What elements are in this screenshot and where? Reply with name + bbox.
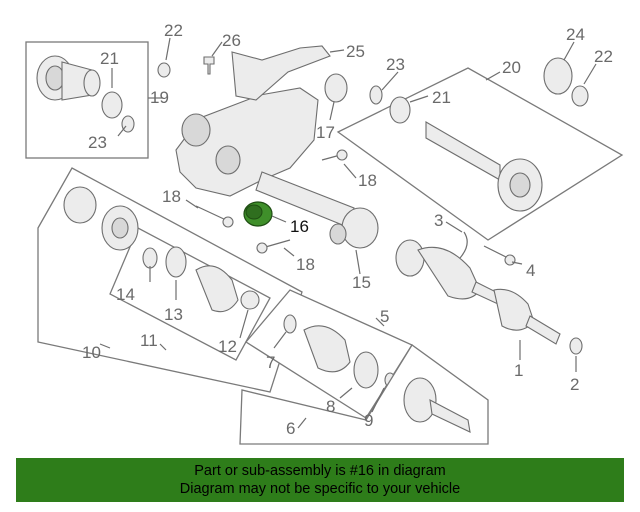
label-13: 13 bbox=[164, 305, 183, 324]
banner-line-2: Diagram may not be specific to your vehi… bbox=[179, 481, 461, 497]
label-2: 2 bbox=[570, 375, 579, 394]
label-26: 26 bbox=[222, 31, 241, 50]
label-10: 10 bbox=[82, 343, 101, 362]
label-1: 1 bbox=[514, 361, 523, 380]
label-25: 25 bbox=[346, 42, 365, 61]
label-24: 24 bbox=[566, 25, 585, 44]
label-17: 17 bbox=[316, 123, 335, 142]
label-18-left: 18 bbox=[162, 187, 181, 206]
banner-line-1: Part or sub-assembly is #16 in diagram bbox=[194, 463, 446, 479]
label-9: 9 bbox=[364, 411, 373, 430]
differential-housing bbox=[157, 45, 348, 197]
label-8: 8 bbox=[326, 397, 335, 416]
label-18-right: 18 bbox=[358, 171, 377, 190]
label-6: 6 bbox=[286, 419, 295, 438]
label-3: 3 bbox=[434, 211, 443, 230]
drive-shaft-1 bbox=[395, 231, 583, 355]
highlighted-part-16[interactable] bbox=[243, 201, 273, 227]
label-20: 20 bbox=[502, 58, 521, 77]
output-tube-15 bbox=[255, 171, 379, 249]
label-23: 23 bbox=[88, 133, 107, 152]
label-22-right: 22 bbox=[594, 47, 613, 66]
label-5: 5 bbox=[380, 307, 389, 326]
label-21: 21 bbox=[100, 49, 119, 68]
callout-labels: 22 26 25 21 19 23 23 21 20 24 22 17 18 1… bbox=[82, 21, 613, 438]
label-15: 15 bbox=[352, 273, 371, 292]
label-18-bottom: 18 bbox=[296, 255, 315, 274]
diagram-note-banner: Part or sub-assembly is #16 in diagram D… bbox=[16, 458, 624, 502]
group-box-6 bbox=[239, 344, 489, 445]
label-16-highlight[interactable]: 16 bbox=[290, 217, 309, 236]
label-19: 19 bbox=[150, 88, 169, 107]
group-box-19 bbox=[25, 41, 149, 159]
label-7: 7 bbox=[266, 353, 275, 372]
group-box-20 bbox=[336, 57, 624, 241]
label-12: 12 bbox=[218, 337, 237, 356]
label-23-right: 23 bbox=[386, 55, 405, 74]
label-11: 11 bbox=[140, 331, 158, 350]
label-4: 4 bbox=[526, 261, 535, 280]
leader-lines bbox=[99, 37, 597, 429]
group-box-5 bbox=[245, 289, 413, 419]
bolts bbox=[195, 149, 348, 254]
label-22: 22 bbox=[164, 21, 183, 40]
label-21-right: 21 bbox=[432, 88, 451, 107]
group-box-11 bbox=[63, 186, 271, 361]
label-14: 14 bbox=[116, 285, 135, 304]
